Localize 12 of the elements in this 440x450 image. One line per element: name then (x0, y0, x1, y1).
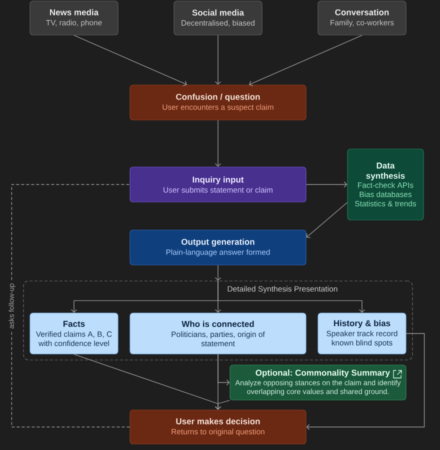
arrow (306, 181, 348, 188)
arrow (74, 34, 187, 86)
arrow (214, 34, 222, 85)
arrow (218, 280, 366, 313)
arrow (214, 264, 222, 281)
arrow (218, 354, 230, 386)
arrow (306, 202, 348, 238)
arrow (214, 400, 230, 410)
arrow (249, 34, 362, 86)
arrow (306, 333, 425, 430)
arrow (214, 120, 222, 167)
dashed-line (11, 184, 130, 428)
